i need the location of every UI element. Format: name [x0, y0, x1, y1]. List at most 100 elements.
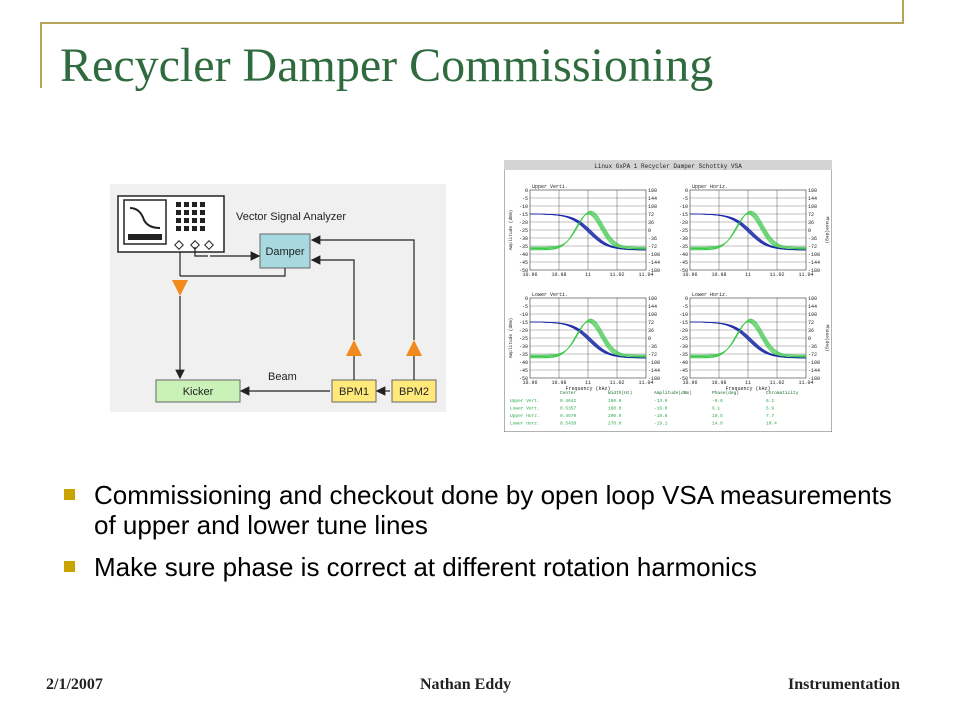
vsa-right-tick: 72 — [808, 320, 814, 326]
vsa-right-tick: 36 — [808, 328, 814, 334]
vsa-table-cell: 200.0 — [608, 413, 622, 419]
vsa-instrument — [117, 195, 225, 253]
vsa-panel: Upper Verti.0-5-10-15-20-25-30-35-40-45-… — [508, 184, 660, 278]
vsa-left-tick: 0 — [685, 296, 688, 302]
vsa-x-tick: 11.04 — [798, 272, 813, 278]
vsa-x-tick: 11.02 — [609, 380, 624, 386]
vsa-left-tick: -20 — [519, 328, 528, 334]
vsa-right-tick: -108 — [648, 360, 660, 366]
vsa-left-tick: -10 — [679, 312, 688, 318]
vsa-trace-blue — [529, 321, 647, 359]
damper-label: Damper — [265, 246, 304, 258]
vsa-x-tick: 10.98 — [711, 380, 726, 386]
vsa-left-tick: -35 — [679, 352, 688, 358]
slide-title: Recycler Damper Commissioning — [60, 39, 714, 92]
vsa-left-tick: -5 — [522, 304, 528, 310]
amplifier-triangle — [172, 280, 188, 296]
vsa-trace-green — [530, 320, 646, 358]
vsa-right-tick: -144 — [808, 368, 820, 374]
vsa-left-tick: -40 — [679, 252, 688, 258]
vsa-table-cell: 270.0 — [608, 421, 622, 427]
vsa-right-tick: -180 — [808, 376, 820, 382]
vsa-panel: Upper Horiz.0-5-10-15-20-25-30-35-40-45-… — [679, 184, 830, 278]
vsa-left-tick: -40 — [679, 360, 688, 366]
vsa-table-cell: Upper Vert. — [510, 398, 540, 404]
vsa-left-tick: -50 — [519, 376, 528, 382]
vsa-x-tick: 10.96 — [682, 380, 697, 386]
frame-top-line — [40, 22, 904, 24]
vsa-right-tick: -108 — [808, 360, 820, 366]
vsa-left-tick: -15 — [679, 212, 688, 218]
vsa-table-cell: -13.9 — [654, 398, 668, 404]
vsa-right-tick: -144 — [648, 260, 660, 266]
bpm2-amplifier — [406, 340, 422, 356]
vsa-x-tick: 11.04 — [638, 380, 653, 386]
vsa-panel-label: Upper Verti. — [532, 184, 568, 190]
vsa-trace-green — [690, 212, 806, 250]
damper-block-diagram: Vector Signal Analyzer Damper Kicker BPM… — [110, 184, 446, 412]
vsa-left-tick: -15 — [679, 320, 688, 326]
vsa-trace-green — [690, 210, 806, 248]
vsa-table-cell: 160.0 — [608, 398, 622, 404]
vsa-left-tick: -50 — [679, 376, 688, 382]
vsa-right-tick: -36 — [648, 344, 657, 350]
vsa-right-tick: 0 — [648, 336, 651, 342]
vsa-left-tick: -50 — [519, 268, 528, 274]
vsa-left-tick: -25 — [519, 228, 528, 234]
vsa-x-tick: 11.02 — [769, 272, 784, 278]
vsa-left-tick: -30 — [679, 344, 688, 350]
vsa-right-tick: 72 — [648, 212, 654, 218]
bullet-item: Make sure phase is correct at different … — [60, 552, 920, 582]
vsa-trace-green — [690, 212, 806, 249]
vsa-panel: Lower Verti.0-5-10-15-20-25-30-35-40-45-… — [508, 292, 660, 392]
vsa-table-header: Center — [560, 390, 577, 396]
vsa-right-tick: 0 — [648, 228, 651, 234]
vsa-trace-green — [690, 318, 806, 356]
vsa-left-tick: -25 — [519, 336, 528, 342]
vsa-right-tick: 108 — [808, 204, 817, 210]
vsa-x-tick: 11.02 — [769, 380, 784, 386]
vsa-left-tick: -45 — [679, 260, 688, 266]
vsa-left-tick: -30 — [679, 236, 688, 242]
vsa-y-label-left: Amplitude (dBm) — [508, 318, 514, 359]
vsa-trace-green — [530, 210, 646, 248]
bullet-marker — [64, 489, 75, 500]
bullet-item: Commissioning and checkout done by open … — [60, 480, 920, 540]
vsa-left-tick: -50 — [679, 268, 688, 274]
vsa-right-tick: 108 — [648, 204, 657, 210]
vsa-table-header: Amplitude(dBm) — [654, 390, 692, 396]
vsa-left-tick: -45 — [679, 368, 688, 374]
vsa-table-cell: 7.7 — [766, 413, 774, 419]
vsa-table-cell: Lower Horz. — [510, 421, 540, 427]
vsa-table-cell: -0.6 — [712, 398, 723, 404]
vsa-left-tick: -10 — [519, 312, 528, 318]
vsa-panel-label: Lower Verti. — [532, 292, 568, 298]
vsa-left-tick: -10 — [519, 204, 528, 210]
vsa-panel-label: Lower Horiz. — [692, 292, 728, 298]
vsa-right-tick: 144 — [648, 196, 657, 202]
vsa-right-tick: 0 — [808, 228, 811, 234]
vsa-right-tick: 144 — [808, 196, 817, 202]
vsa-trace-green — [690, 213, 806, 251]
vsa-left-tick: -35 — [519, 352, 528, 358]
vsa-x-tick: 10.98 — [551, 380, 566, 386]
vsa-right-tick: -36 — [808, 344, 817, 350]
vsa-table-cell: 0.4642 — [560, 398, 577, 404]
vsa-trace-green — [530, 212, 646, 249]
footer-date: 2/1/2007 — [46, 676, 103, 693]
vsa-y-label-right: Phase(deg) — [824, 324, 830, 351]
vsa-x-tick: 10.98 — [711, 272, 726, 278]
vsa-x-tick: 11 — [745, 380, 751, 386]
vsa-x-tick: 10.96 — [522, 272, 537, 278]
vsa-right-tick: 36 — [648, 328, 654, 334]
kicker-label: Kicker — [183, 386, 214, 398]
vsa-trace-green — [530, 318, 646, 356]
vsa-right-tick: -108 — [808, 252, 820, 258]
vsa-right-tick: 144 — [648, 304, 657, 310]
beam-label: Beam — [268, 371, 297, 383]
vsa-left-tick: -30 — [519, 344, 528, 350]
vsa-right-tick: -36 — [808, 236, 817, 242]
vsa-left-tick: -5 — [682, 304, 688, 310]
vsa-x-tick: 11 — [585, 272, 591, 278]
vsa-right-tick: -144 — [808, 260, 820, 266]
